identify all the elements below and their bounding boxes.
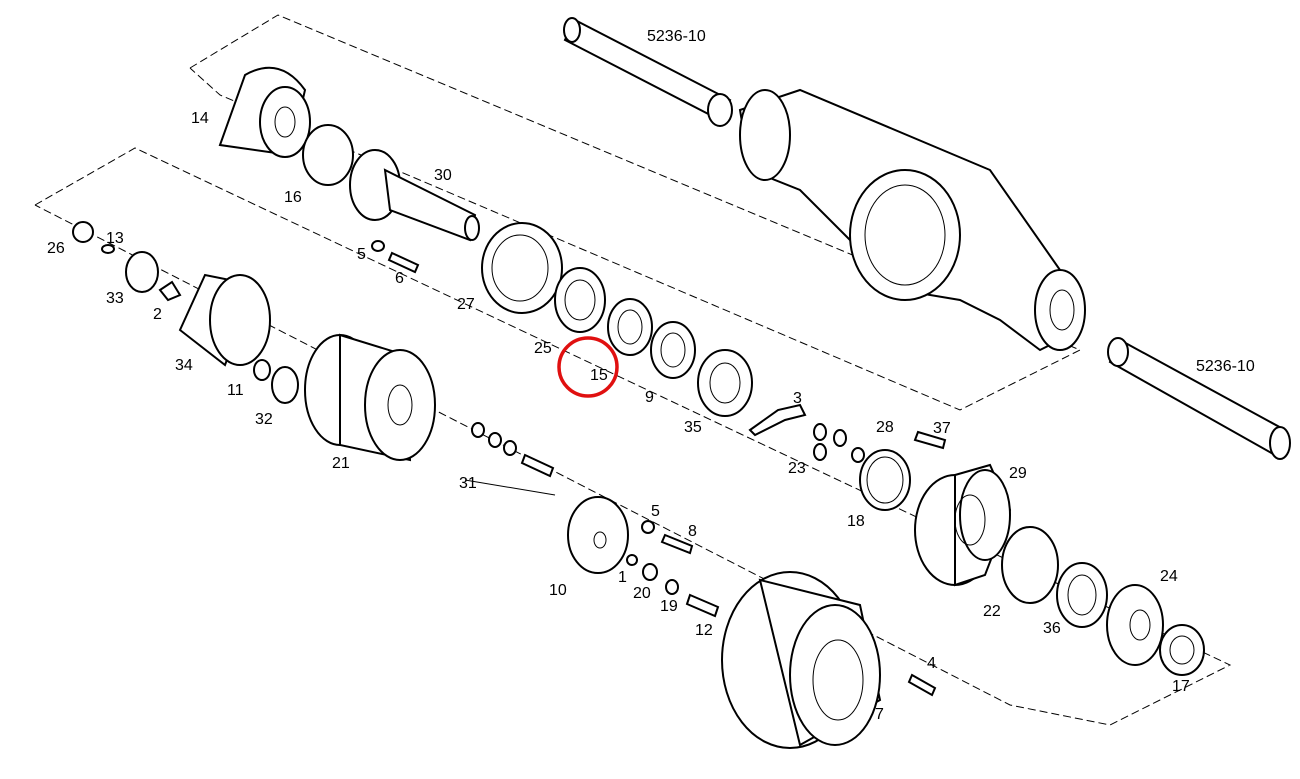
part-13-pin <box>101 244 115 254</box>
highlight-circle <box>557 336 619 398</box>
lower-group-boundary <box>34 147 1232 726</box>
part-14-cover <box>218 66 311 158</box>
part-label[interactable]: 23 <box>788 460 806 477</box>
part-label[interactable]: 13 <box>106 230 124 247</box>
part-11-washer <box>253 359 271 381</box>
part-label[interactable]: 29 <box>1009 465 1027 482</box>
part-10-plate <box>567 496 629 574</box>
part-label[interactable]: 16 <box>284 189 302 206</box>
part-label[interactable]: 26 <box>47 240 65 257</box>
part-5-washer <box>371 240 385 252</box>
part-label[interactable]: 1 <box>618 569 627 586</box>
part-label[interactable]: 20 <box>633 585 651 602</box>
part-label[interactable]: 12 <box>695 622 713 639</box>
part-label[interactable]: 34 <box>175 357 193 374</box>
part-23-fitting <box>813 423 847 461</box>
part-22-oring <box>1001 526 1059 604</box>
leader-31 <box>464 479 556 496</box>
part-27-cap <box>481 222 563 314</box>
part-label[interactable]: 18 <box>847 513 865 530</box>
axle-shaft-bottom <box>1107 337 1291 460</box>
part-8-bolt <box>660 533 694 555</box>
part-6-bolt <box>387 251 420 274</box>
part-18-tone-ring <box>859 449 911 511</box>
part-label[interactable]: 9 <box>645 389 654 406</box>
part-25-seal <box>554 267 606 333</box>
part-label[interactable]: 36 <box>1043 620 1061 637</box>
part-label[interactable]: 7 <box>875 706 884 723</box>
part-7-drum <box>721 571 882 749</box>
part-label[interactable]: 2 <box>153 306 162 323</box>
part-label[interactable]: 22 <box>983 603 1001 620</box>
part-35-bearing <box>697 349 753 417</box>
part-31-kit <box>471 422 555 478</box>
part-21-carrier <box>304 333 436 462</box>
part-label[interactable]: 21 <box>332 455 350 472</box>
part-1-plug <box>626 554 638 566</box>
part-label[interactable]: 17 <box>1172 678 1190 695</box>
part-33-gear <box>125 251 159 293</box>
part-label[interactable]: 31 <box>459 475 477 492</box>
part-label[interactable]: 11 <box>227 382 244 399</box>
part-label[interactable]: 5 <box>651 503 660 520</box>
part-label[interactable]: 10 <box>549 582 567 599</box>
part-19-washer <box>665 579 679 595</box>
part-label[interactable]: 14 <box>191 110 209 127</box>
part-label[interactable]: 27 <box>457 296 475 313</box>
axle-housing <box>738 88 1086 352</box>
part-label[interactable]: 4 <box>927 655 936 672</box>
part-labels: 14 16 30 5 6 27 26 13 33 2 34 11 32 21 2… <box>47 110 1190 723</box>
part-label[interactable]: 19 <box>660 598 678 615</box>
part-37-bolt <box>913 430 947 450</box>
part-label[interactable]: 30 <box>434 167 452 184</box>
ref-label[interactable]: 5236-10 <box>1196 358 1255 375</box>
part-16-oring <box>302 124 354 186</box>
part-label[interactable]: 25 <box>534 340 552 357</box>
part-12-stud <box>685 593 720 618</box>
part-label[interactable]: 32 <box>255 411 273 428</box>
part-26-ring <box>72 221 94 243</box>
part-15-bearing <box>607 298 653 356</box>
part-9-bearing <box>650 321 696 379</box>
part-2-plate <box>158 280 182 302</box>
ref-label[interactable]: 5236-10 <box>647 28 706 45</box>
part-label[interactable]: 37 <box>933 420 951 437</box>
part-24-gear <box>1106 584 1164 666</box>
part-label[interactable]: 15 <box>590 367 608 384</box>
part-label[interactable]: 8 <box>688 523 697 540</box>
part-32-gear <box>271 366 299 404</box>
part-36-seal <box>1056 562 1108 628</box>
part-label[interactable]: 6 <box>395 270 404 287</box>
part-29-hub <box>914 463 1012 587</box>
part-30-spindle <box>349 149 480 242</box>
part-label[interactable]: 33 <box>106 290 124 307</box>
part-4-bolt <box>907 673 937 697</box>
axle-shaft-top <box>563 17 733 127</box>
part-label[interactable]: 3 <box>793 390 802 407</box>
part-label[interactable]: 24 <box>1160 568 1178 585</box>
part-20-nut <box>642 563 658 581</box>
part-5-nut <box>641 520 655 534</box>
part-label[interactable]: 35 <box>684 419 702 436</box>
part-label[interactable]: 5 <box>357 246 366 263</box>
part-3-sensor <box>748 403 807 437</box>
part-17-nut <box>1159 624 1205 676</box>
upper-group-boundary <box>189 14 1082 411</box>
part-28-plug <box>851 447 865 463</box>
part-34-ring-gear <box>178 273 271 367</box>
part-label[interactable]: 28 <box>876 419 894 436</box>
